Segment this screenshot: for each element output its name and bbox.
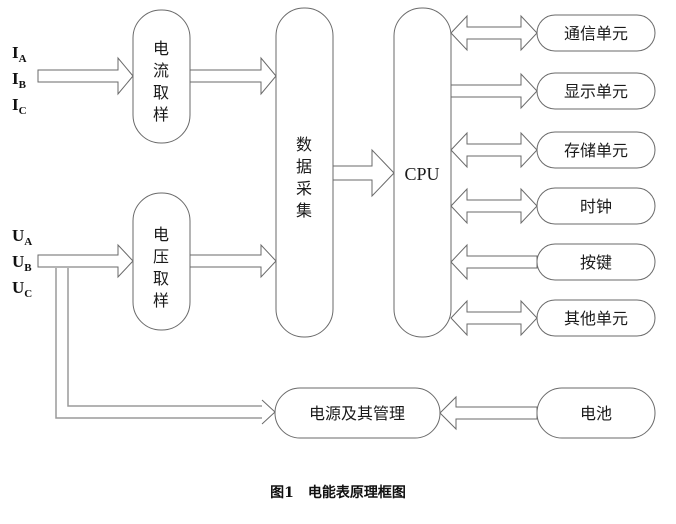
label-ua: UA [12,226,32,248]
figure-caption: 图1 电能表原理框图 [270,484,406,501]
arrow-acq-to-cpu [332,148,395,198]
peripheral-label: 按键 [580,253,612,272]
peripheral-block: 显示单元 [536,72,656,110]
peripheral-label: 其他单元 [564,309,628,328]
peripheral-block: 存储单元 [536,131,656,169]
power-management-block: 电源及其管理 [274,387,441,439]
peripheral-label: 显示单元 [564,82,628,101]
cpu-block: CPU [393,7,452,338]
arrow-current-in [37,56,134,96]
peripheral-block: 其他单元 [536,299,656,337]
label-ib: IB [12,69,27,91]
peripheral-block: 通信单元 [536,14,656,52]
label-uc: UC [12,278,32,300]
battery-label: 电池 [580,404,612,423]
arrow-cpu-peripheral [450,187,538,225]
current-input-labels: IA IB IC [12,43,27,117]
arrow-cpu-peripheral [450,299,538,337]
arrow-cpu-peripheral [450,131,538,169]
cpu-label: CPU [404,164,439,184]
arrow-cpu-peripheral [450,72,538,110]
peripheral-arrows [450,14,538,337]
peripheral-label: 通信单元 [564,24,628,43]
label-ub: UB [12,252,32,274]
label-ia: IA [12,43,27,65]
peripheral-label: 存储单元 [564,141,628,160]
power-management-label: 电源及其管理 [309,404,405,423]
current-sampling-block: 电流取样 [132,9,191,144]
voltage-sampling-label: 电压取样 [153,225,169,310]
arrow-current-to-acq [189,56,277,96]
arrow-voltage-to-acq [189,243,277,279]
battery-block: 电池 [536,387,656,439]
voltage-sampling-block: 电压取样 [132,192,191,331]
data-acquisition-label: 数据采集 [296,135,312,220]
voltage-input-labels: UA UB UC [12,226,32,300]
arrow-cpu-peripheral [450,14,538,52]
peripheral-block: 时钟 [536,187,656,225]
arrow-voltage-in [37,243,134,279]
peripheral-block: 按键 [536,243,656,281]
current-sampling-label: 电流取样 [153,39,169,124]
arrow-battery-to-power [439,395,538,431]
data-acquisition-block: 数据采集 [275,7,334,338]
label-ic: IC [12,95,27,117]
arrow-cpu-peripheral [450,243,538,281]
peripheral-label: 时钟 [580,197,612,216]
